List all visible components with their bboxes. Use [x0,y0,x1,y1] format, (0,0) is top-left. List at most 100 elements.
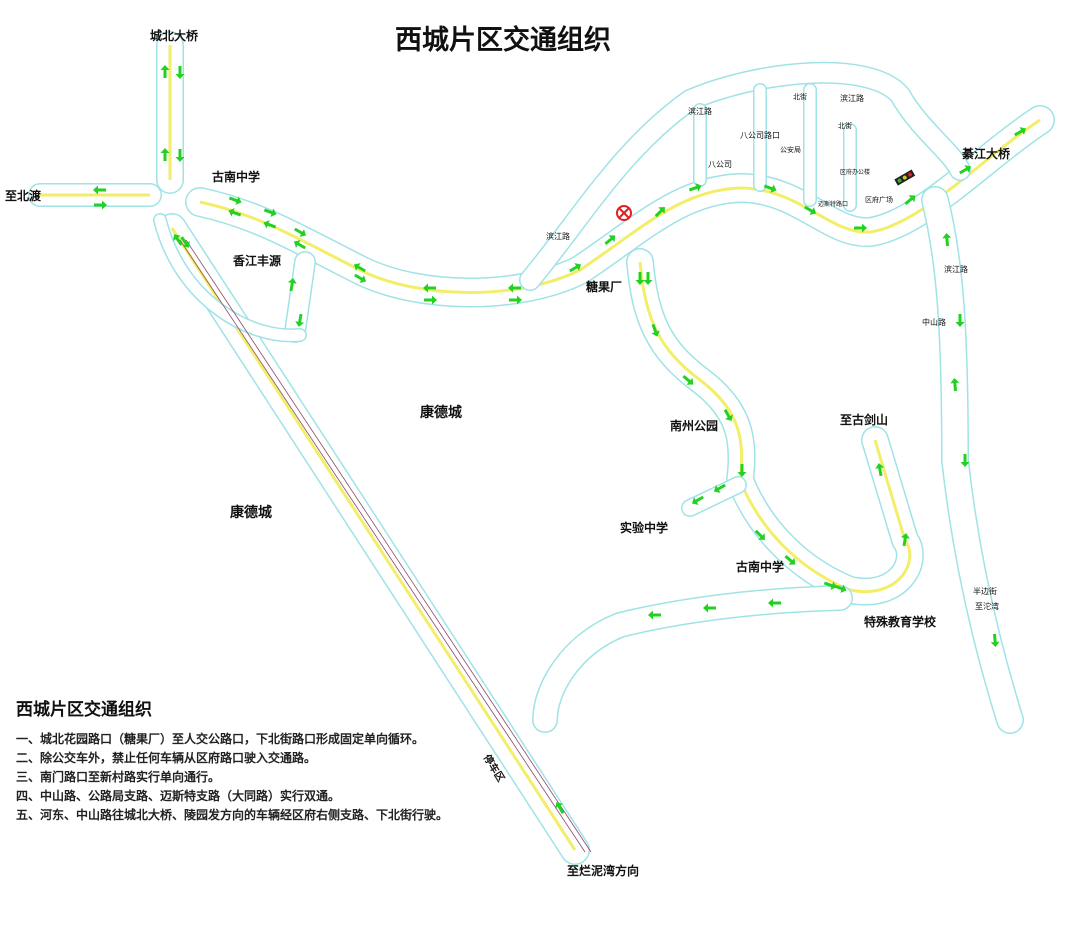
note-item: 五、河东、中山路往城北大桥、陵园发方向的车辆经区府右侧支路、下北街行驶。 [16,808,449,822]
road-bagongsi [693,83,857,212]
direction-arrow-icon [508,283,521,293]
direction-arrow-icon [703,603,716,613]
direction-arrow-icon [737,464,747,477]
no-entry-icon [616,205,632,221]
direction-arrow-icon [555,801,565,814]
direction-arrow-icon [723,409,733,422]
direction-arrow-icon [990,633,1000,647]
direction-arrow-icon [354,273,367,283]
road-binjiang-north [519,61,971,291]
direction-arrow-icon [950,378,960,392]
label-qufu-square: 区府广场 [865,196,893,204]
label-gunan-school-top: 古南中学 [212,170,261,184]
direction-arrow-icon [93,185,106,195]
road-xiangjiang-branch [284,251,316,343]
road-main-curve [185,105,1055,308]
direction-arrow-icon [763,184,777,193]
label-maisite: 迈斯特路口 [818,201,849,208]
note-item: 二、除公交车外，禁止任何车辆从区府路口驶入交通路。 [16,751,317,765]
label-qufu-office: 区府办公楼 [840,169,871,176]
label-zhituowan: 至沱湾 [975,602,999,611]
label-binjiang-topright: 滨江路 [840,94,864,103]
direction-arrow-icon [228,208,242,217]
direction-arrow-icon [569,263,582,273]
road-bottom [532,585,853,733]
direction-arrow-icon [854,223,867,233]
direction-arrow-icon [784,554,796,565]
label-gongan: 公安局 [780,146,801,154]
direction-arrow-icon [175,66,185,79]
label-zhongshan: 中山路 [922,318,946,327]
direction-arrow-icon [509,295,522,305]
direction-arrow-icon [287,278,297,292]
direction-arrow-icon [423,283,436,293]
label-binjiang-left: 滨江路 [546,232,570,241]
direction-arrow-icon [875,463,885,477]
direction-arrow-icon [833,584,847,593]
traffic-light-icon [894,169,916,186]
label-bagongsi: 八公司 [708,160,732,169]
label-beijie-1: 北街 [793,93,807,101]
direction-arrow-icon [263,208,277,217]
direction-arrow-icon [293,240,306,250]
road-right [921,186,1024,734]
label-shiyan-school: 实验中学 [620,521,669,535]
road-diagonal-south [157,213,590,865]
direction-arrow-icon [424,295,437,305]
direction-arrow-icon [959,165,972,175]
label-beijie-2: 北街 [838,122,852,130]
direction-arrow-icon [180,236,190,248]
direction-arrow-icon [635,272,645,285]
label-chengbei-bridge: 城北大桥 [150,29,199,43]
direction-arrow-icon [294,227,307,237]
parking-lane-lines [179,239,592,853]
label-bagongsi-junction: 八公司路口 [740,131,780,140]
direction-arrow-icon [228,196,242,205]
direction-arrow-icon [604,235,616,246]
label-binjiang-top: 滨江路 [688,107,712,116]
direction-arrow-icon [804,205,817,215]
direction-arrow-icon [160,148,170,161]
label-tangguochang: 糖果厂 [586,280,623,294]
label-gunan-school-bottom: 古南中学 [736,560,785,574]
label-to-lanniwan: 至烂泥湾方向 [567,864,640,878]
label-xiangjiang: 香江丰源 [233,254,282,268]
notes-heading: 西城片区交通组织 [16,700,152,720]
direction-arrow-icon [691,495,704,505]
direction-arrow-icon [768,598,781,608]
direction-arrow-icon [648,610,661,620]
direction-arrow-icon [173,234,183,246]
note-item: 三、南门路口至新村路实行单向通行。 [16,770,221,784]
label-zhigujianshan: 至古剑山 [840,413,889,427]
label-kangde-center: 康德城 [420,405,462,421]
label-nanzhou-park: 南州公园 [670,419,719,433]
label-kangde-left: 康德城 [230,505,272,521]
direction-arrow-icon [654,207,665,218]
map-title: 西城片区交通组织 [395,25,611,56]
direction-arrow-icon [643,272,653,285]
direction-arrow-icon [160,65,170,78]
label-qijiang-bridge: 綦江大桥 [962,147,1011,161]
direction-arrow-icon [955,314,965,327]
label-special-school: 特殊教育学校 [864,615,937,629]
label-zhibeidu: 至北渡 [5,189,42,203]
direction-arrow-icon [688,183,702,192]
direction-arrow-icon [823,581,837,590]
note-item: 四、中山路、公路局支路、迈斯特支路（大同路）实行双通。 [16,789,341,803]
direction-arrow-icon [1014,127,1027,137]
direction-arrow-icon [713,483,726,493]
direction-arrow-icon [651,323,660,337]
direction-arrow-icon [94,200,107,210]
direction-arrow-icon [263,220,277,229]
label-binjiang-right: 滨江路 [944,265,968,274]
traffic-notes: 西城片区交通组织 一、城北花园路口（糖果厂）至人交公路口，下北街路口形成固定单向… [16,695,448,825]
direction-arrow-icon [754,529,765,540]
note-item: 一、城北花园路口（糖果厂）至人交公路口，下北街路口形成固定单向循环。 [16,732,425,746]
direction-arrow-icon [960,454,970,467]
direction-arrow-icon [175,149,185,162]
direction-arrow-icon [900,533,910,547]
direction-arrow-icon [353,263,366,273]
direction-arrow-icon [942,233,952,247]
direction-arrow-icon [682,374,694,385]
